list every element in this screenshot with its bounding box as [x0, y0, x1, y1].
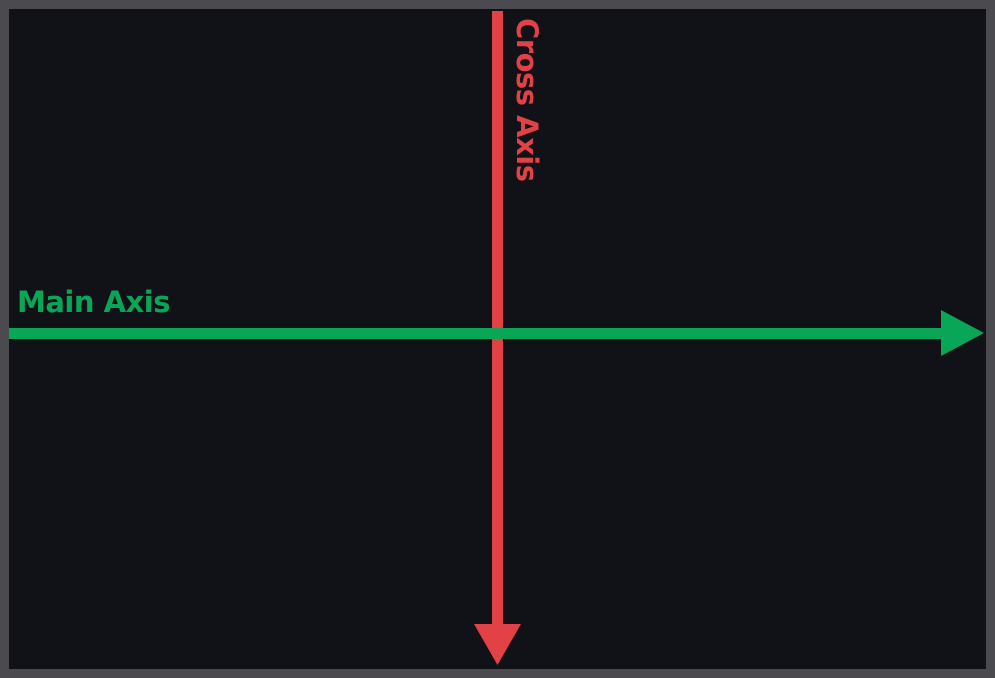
- main-axis-arrowhead: [941, 310, 984, 356]
- cross-axis-arrowhead: [474, 624, 521, 665]
- main-axis-line: [9, 328, 947, 339]
- cross-axis-arrow: [474, 11, 521, 665]
- cross-axis-label: Cross Axis: [510, 18, 544, 182]
- main-axis-arrow: [9, 310, 984, 356]
- cross-axis-line: [492, 11, 503, 632]
- main-axis-label: Main Axis: [17, 285, 170, 319]
